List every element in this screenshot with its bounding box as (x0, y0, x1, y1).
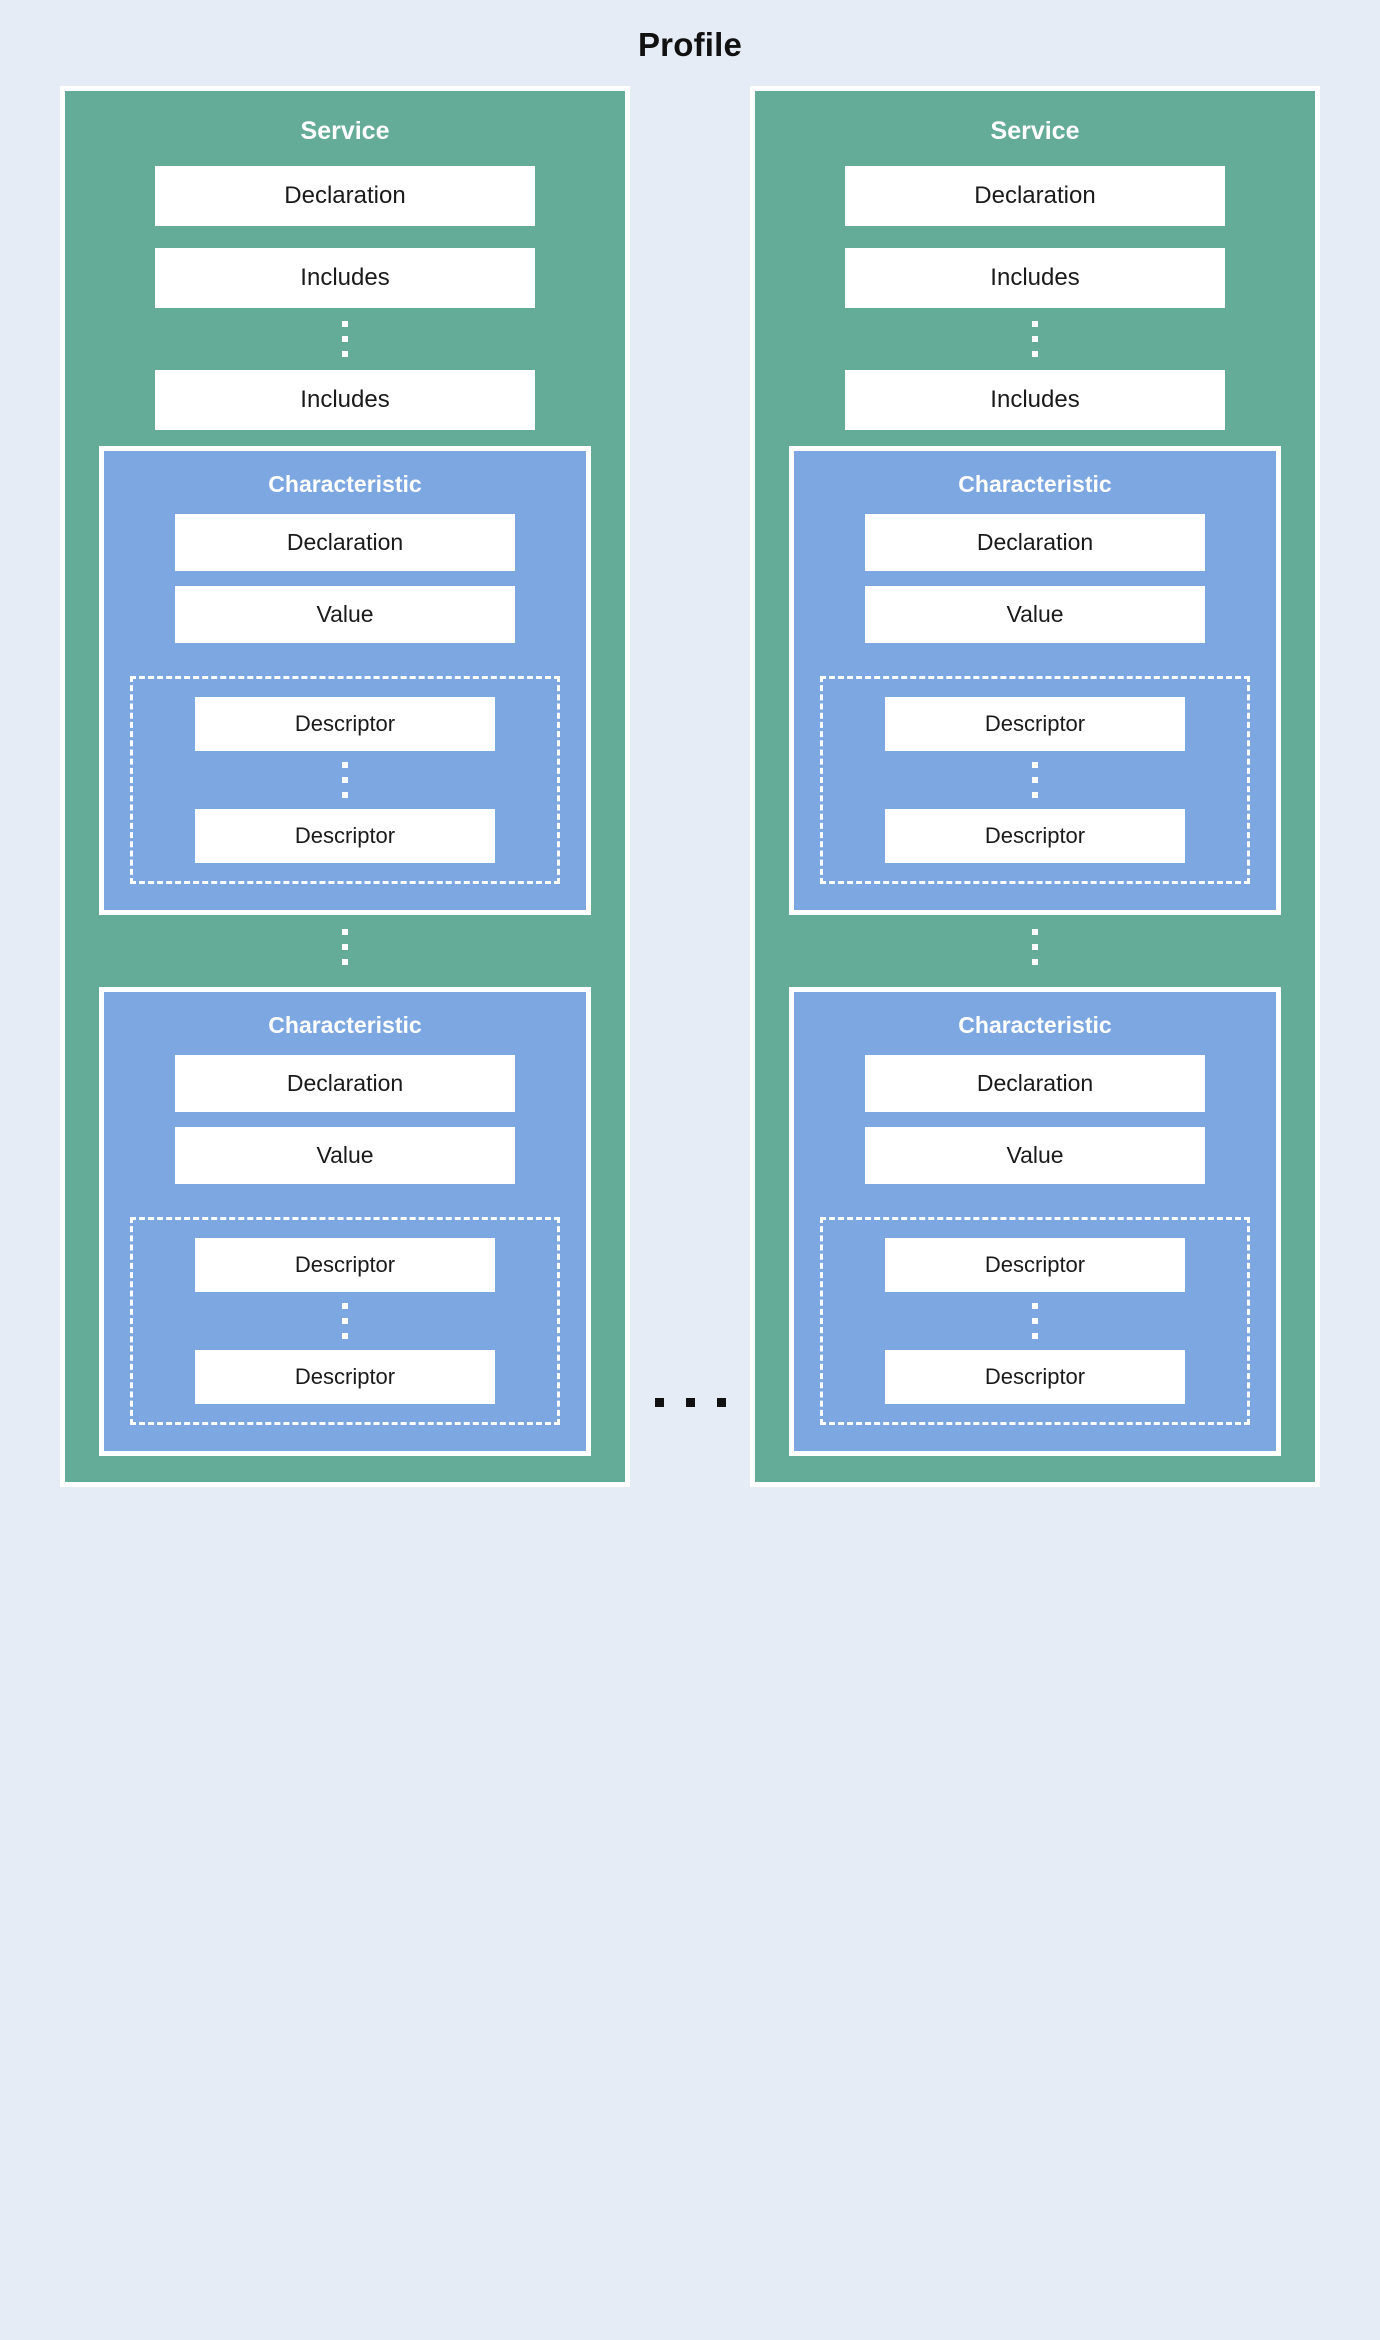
descriptor-last-box: Descriptor (885, 809, 1185, 863)
service-includes-last-box: Includes (155, 370, 535, 430)
ellipsis-dot (1032, 336, 1038, 342)
ellipsis-dot (342, 1318, 348, 1324)
ellipsis-dot (342, 1333, 348, 1339)
characteristic-value-box: Value (175, 1127, 515, 1184)
ellipsis-dot (342, 959, 348, 965)
ellipsis-dot (1032, 944, 1038, 950)
ellipsis-dot (1032, 777, 1038, 783)
characteristic-declaration-box: Declaration (175, 1055, 515, 1112)
descriptor-first-box: Descriptor (885, 697, 1185, 751)
ellipsis-dot (1032, 1318, 1038, 1324)
ellipsis-dot (1032, 321, 1038, 327)
service-includes-first-box: Includes (845, 248, 1225, 308)
descriptor-vertical-ellipsis (1032, 1292, 1038, 1350)
characteristic-declaration-box: Declaration (865, 514, 1205, 571)
ellipsis-dot (342, 321, 348, 327)
descriptor-vertical-ellipsis (342, 751, 348, 809)
characteristic-panel-1: Characteristic Declaration Value Descrip… (789, 446, 1281, 915)
ellipsis-dot (342, 1303, 348, 1309)
characteristic-title: Characteristic (958, 1012, 1112, 1038)
descriptor-vertical-ellipsis (1032, 751, 1038, 809)
service-includes-last-box: Includes (845, 370, 1225, 430)
service-title: Service (990, 117, 1080, 145)
descriptor-first-box: Descriptor (885, 1238, 1185, 1292)
characteristic-value-box: Value (865, 586, 1205, 643)
descriptor-first-box: Descriptor (195, 1238, 495, 1292)
ellipsis-dot (1032, 959, 1038, 965)
characteristic-title: Characteristic (268, 471, 422, 497)
ellipsis-dot (342, 792, 348, 798)
ellipsis-dot (342, 762, 348, 768)
ellipsis-dot (342, 777, 348, 783)
ellipsis-dot (1032, 1303, 1038, 1309)
characteristic-panel-2: Characteristic Declaration Value Descrip… (789, 987, 1281, 1456)
descriptor-vertical-ellipsis (342, 1292, 348, 1350)
characteristic-panel-2: Characteristic Declaration Value Descrip… (99, 987, 591, 1456)
characteristic-value-box: Value (865, 1127, 1205, 1184)
characteristic-vertical-ellipsis (87, 915, 603, 971)
characteristic-title: Characteristic (268, 1012, 422, 1038)
characteristic-vertical-ellipsis (777, 915, 1293, 971)
ellipsis-dot (1032, 929, 1038, 935)
descriptor-group: Descriptor Descriptor (820, 676, 1250, 884)
characteristic-title: Characteristic (958, 471, 1112, 497)
service-includes-first-box: Includes (155, 248, 535, 308)
descriptor-last-box: Descriptor (195, 1350, 495, 1404)
descriptor-group: Descriptor Descriptor (130, 1217, 560, 1425)
descriptor-group: Descriptor Descriptor (130, 676, 560, 884)
characteristic-declaration-box: Declaration (865, 1055, 1205, 1112)
characteristic-declaration-box: Declaration (175, 514, 515, 571)
services-container: Service Declaration Includes Includes Ch… (0, 64, 1380, 1523)
characteristic-value-box: Value (175, 586, 515, 643)
ellipsis-dot (342, 336, 348, 342)
ellipsis-dot (1032, 351, 1038, 357)
service-panel-1: Service Declaration Includes Includes Ch… (60, 86, 630, 1487)
ellipsis-dot (1032, 792, 1038, 798)
ellipsis-dot (342, 351, 348, 357)
page-title: Profile (637, 26, 743, 63)
includes-vertical-ellipsis (777, 308, 1293, 370)
characteristic-panel-1: Characteristic Declaration Value Descrip… (99, 446, 591, 915)
ellipsis-dot (1032, 762, 1038, 768)
ellipsis-dot (342, 944, 348, 950)
ellipsis-dot (1032, 1333, 1038, 1339)
service-title: Service (300, 117, 390, 145)
service-panel-2: Service Declaration Includes Includes Ch… (750, 86, 1320, 1487)
includes-vertical-ellipsis (87, 308, 603, 370)
descriptor-group: Descriptor Descriptor (820, 1217, 1250, 1425)
descriptor-last-box: Descriptor (195, 809, 495, 863)
descriptor-first-box: Descriptor (195, 697, 495, 751)
service-declaration-box: Declaration (155, 166, 535, 226)
service-declaration-box: Declaration (845, 166, 1225, 226)
descriptor-last-box: Descriptor (885, 1350, 1185, 1404)
ellipsis-dot (342, 929, 348, 935)
